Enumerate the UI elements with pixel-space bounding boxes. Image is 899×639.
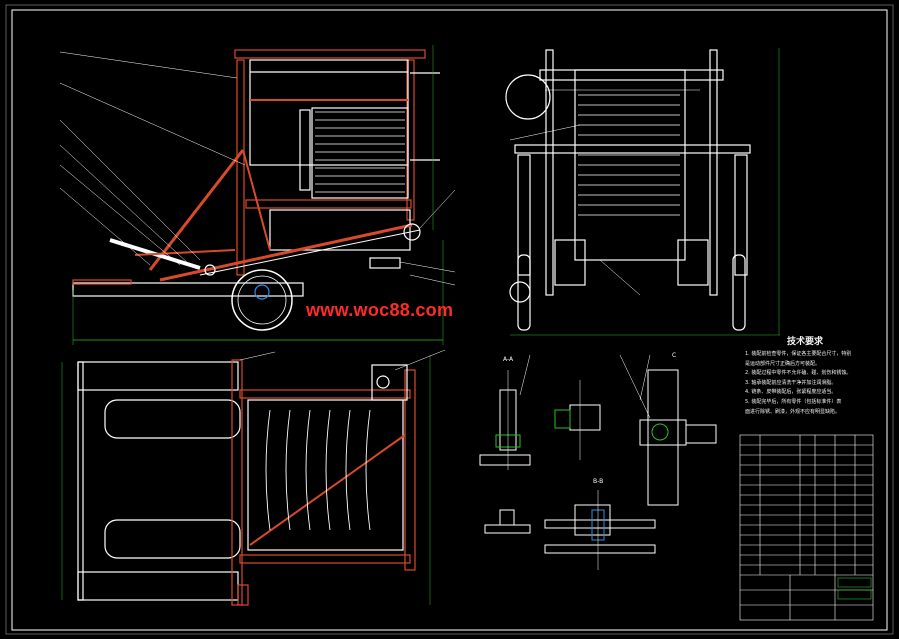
detail-bb <box>484 490 656 570</box>
tech-requirements-title: 技术要求 <box>787 337 824 347</box>
note-line: 是运动部件尺寸正确后方可装配。 <box>745 360 821 367</box>
note-line: 5. 装配完毕后，所有零件（包括标准件）表 <box>745 398 842 405</box>
drawing-border <box>11 9 888 631</box>
detail-c <box>619 354 717 506</box>
label-section-aa: A-A <box>503 356 514 363</box>
side-view <box>59 45 456 345</box>
front-view <box>505 48 780 336</box>
top-view <box>61 349 446 606</box>
tech-requirements-notes: 1. 装配前检查零件，保证各主要配合尺寸，特别 是运动部件尺寸正确后方可装配。 … <box>745 350 875 417</box>
watermark-text: www.woc88.com <box>306 300 454 320</box>
detail-aa <box>479 354 531 470</box>
note-line: 4. 链条、皮带装配后，张紧程度应适当。 <box>745 389 837 396</box>
note-line: 1. 装配前检查零件，保证各主要配合尺寸，特别 <box>745 351 852 357</box>
note-line: 2. 装配过程中零件不允许磕、碰、划伤和锈蚀。 <box>745 370 852 377</box>
note-line: 3. 轴承装配前应清洗干净并加注润滑脂。 <box>745 379 837 386</box>
note-line: 面进行除锈、刷漆，外观不应有明显缺陷。 <box>745 408 841 415</box>
parts-list-table <box>739 434 874 621</box>
detail-ab <box>554 380 601 460</box>
label-detail-c: C <box>672 352 677 359</box>
label-section-bb: B-B <box>593 478 604 485</box>
